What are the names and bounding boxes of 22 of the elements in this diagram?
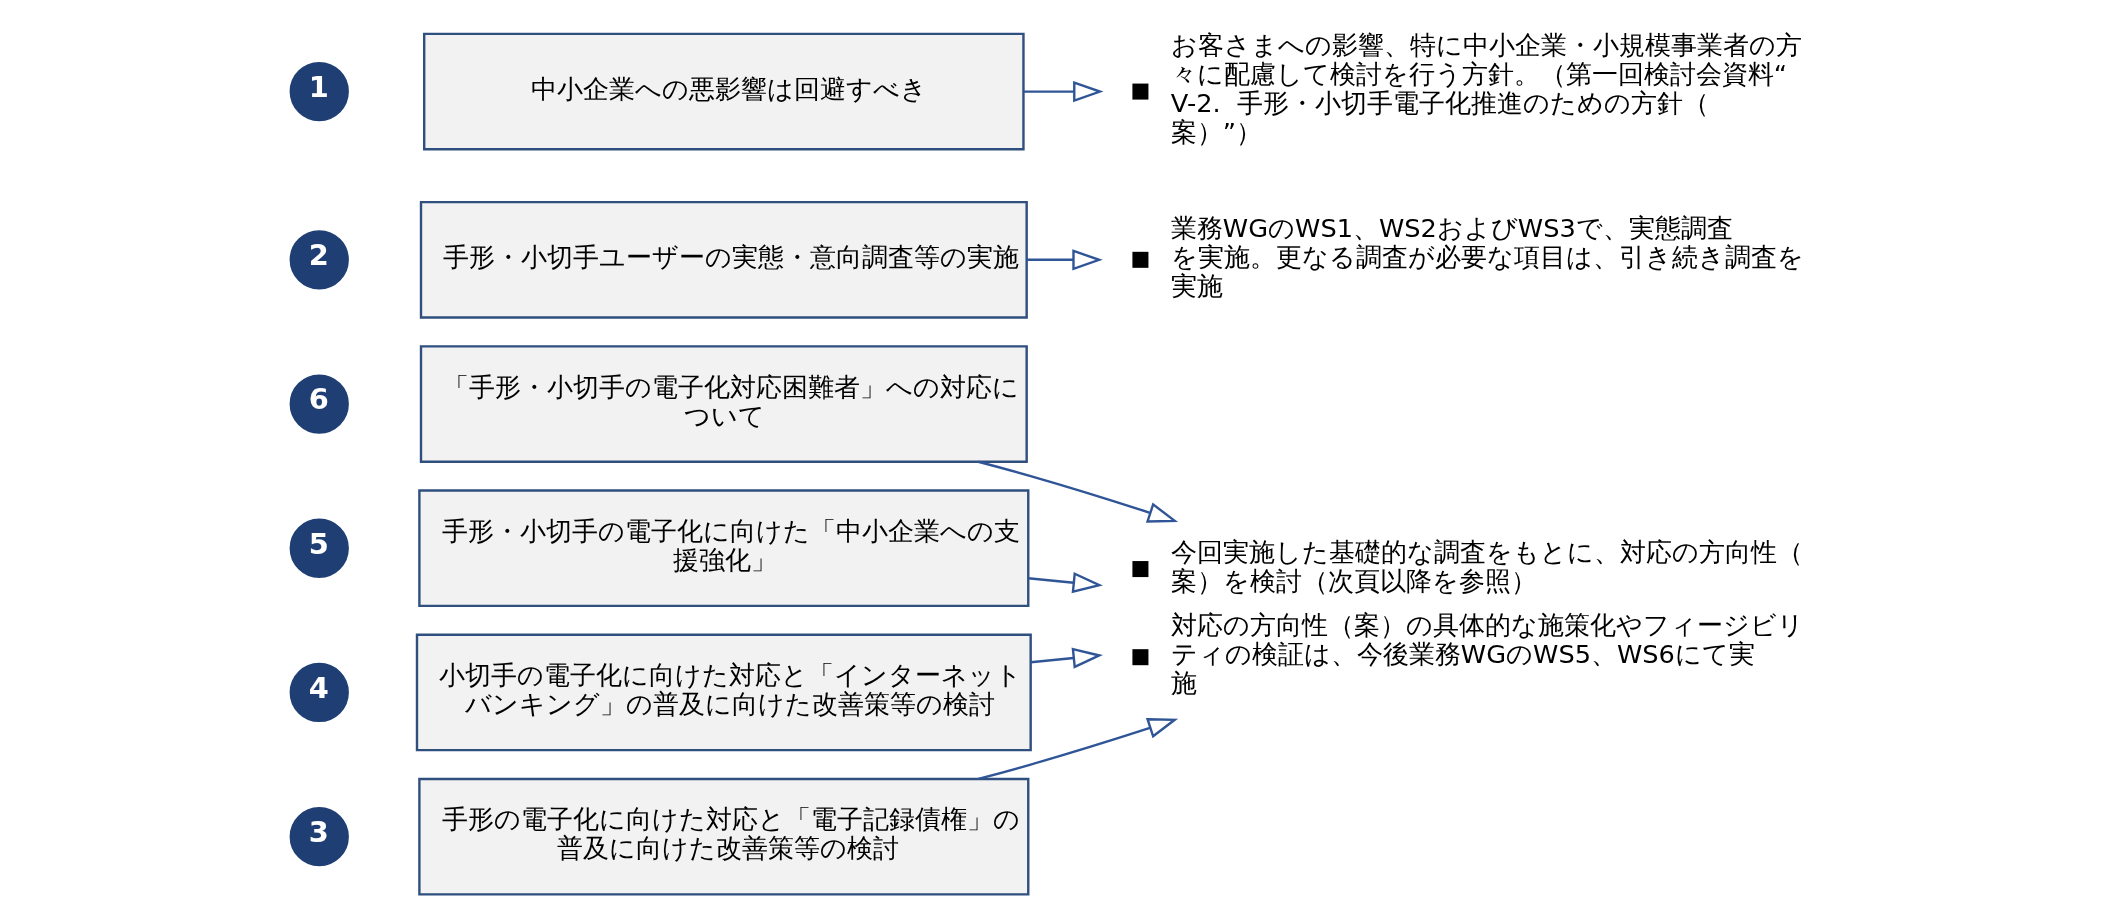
node-circle: 3 <box>289 807 349 867</box>
node-circle: 1 <box>289 61 349 122</box>
node-label: お客さまへの影響、特に中小企業・小規模事業者の方々に配慮して検討を行う方針。（第一回検討会資料“V-2. 手形・小切手電子化推進のための方針（案）”） <box>1170 30 1802 147</box>
node-box: 手形の電子化に向けた対応と「電子記録債権」の普及に向けた改善策等の検討 <box>418 777 1030 896</box>
node-circle: 6 <box>289 374 349 434</box>
node-label: 今回実施した基礎的な調査をもとに、対応の方向性（案）を検討（次頁以降を参照） <box>1170 536 1803 596</box>
arrow <box>1028 571 1103 594</box>
arrow <box>1030 647 1103 669</box>
arrow <box>1026 249 1103 271</box>
node-circle: 5 <box>289 518 349 578</box>
arrow <box>1023 80 1104 103</box>
node-box: 手形・小切手ユーザーの実態・意向調査等の実施 <box>419 200 1028 319</box>
node-box <box>1132 83 1149 100</box>
node-circle: 4 <box>289 662 349 723</box>
node-box: 手形・小切手の電子化に向けた「中小企業への支援強化」 <box>418 489 1030 608</box>
node-box: 中小企業への悪影響は回避すべき <box>423 32 1025 151</box>
node-box: 「手形・小切手の電子化対応困難者」への対応について <box>419 345 1028 463</box>
node-label: 業務WGのWS1、WS2およびWS3で、実態調査を実施。更なる調査が必要な項目は、引き続き調査を実施 <box>1170 213 1804 301</box>
node-box: 小切手の電子化に向けた対応と「インターネットバンキング」の普及に向けた改善策等の検討 <box>415 633 1032 752</box>
node-circle: 2 <box>289 230 349 290</box>
node-label: 対応の方向性（案）の具体的な施策化やフィージビリティの検証は、今後業務WGのWS5、WS6にて実施 <box>1170 610 1804 699</box>
node-box <box>1132 251 1149 268</box>
